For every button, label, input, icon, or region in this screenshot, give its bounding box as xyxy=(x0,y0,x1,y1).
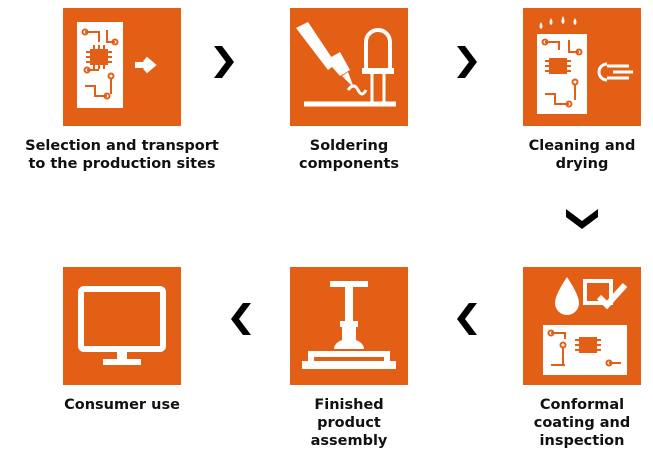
step-label-selection-transport: Selection and transport to the productio… xyxy=(25,138,219,172)
step-cleaning-drying-tile xyxy=(523,8,641,126)
chevron-right-icon xyxy=(214,46,234,78)
step-label-consumer-use: Consumer use xyxy=(64,397,180,413)
step-coating-inspection-tile xyxy=(523,267,641,385)
step-label-soldering: Soldering components xyxy=(298,138,400,172)
step-label-cleaning-drying: Cleaning and drying xyxy=(528,138,636,172)
step-assembly-tile xyxy=(290,267,408,385)
step-consumer-use-tile xyxy=(63,267,181,385)
step-label-coating-inspection: Conformal coating and inspection xyxy=(533,397,631,449)
assembly-press-icon xyxy=(302,281,396,369)
cleaning-drying-icon xyxy=(537,16,633,114)
step-selection-transport-tile xyxy=(63,8,181,126)
step-label-assembly: Finished product assembly xyxy=(310,397,388,449)
chevron-right-icon xyxy=(457,46,477,78)
chevron-down-icon xyxy=(566,209,598,229)
circuit-board-transport-icon xyxy=(77,22,157,108)
chevron-left-icon xyxy=(457,303,477,335)
coating-inspection-icon xyxy=(543,277,628,375)
chevron-left-icon xyxy=(231,303,251,335)
soldering-iron-icon xyxy=(296,22,396,107)
step-soldering-tile xyxy=(290,8,408,126)
monitor-icon xyxy=(78,286,166,365)
